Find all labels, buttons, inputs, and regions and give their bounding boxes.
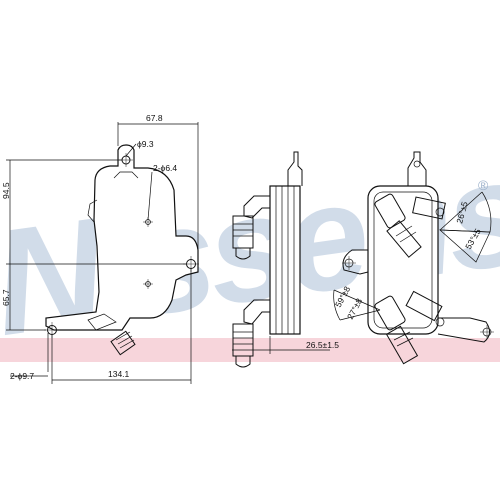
right-upper-fittings	[374, 193, 446, 258]
angle-ray	[439, 191, 483, 231]
dim-width-bottom: 134.1	[108, 369, 130, 379]
right-top-bracket	[407, 151, 427, 186]
leader-line	[125, 143, 137, 157]
side-bracket	[87, 199, 98, 223]
dim-height-lower: 65.7	[1, 289, 11, 306]
leader-line	[147, 171, 153, 221]
dim-hole-top: ϕ9.3	[137, 139, 154, 149]
side-view: 26.5±1.5	[232, 151, 339, 368]
angle-ray	[333, 289, 381, 311]
right-lower-fittings	[374, 290, 445, 365]
right-body-inner	[373, 191, 433, 329]
right-right-lug	[437, 317, 490, 343]
dim-holes-center: 2-ϕ6.4	[153, 163, 177, 173]
front-dimensions: 67.8 ϕ9.3 2-ϕ6.4 94.5 65.7 2-ϕ9.7 134.1	[1, 113, 199, 384]
dim-height-upper: 94.5	[1, 182, 11, 199]
dim-width-top: 67.8	[146, 113, 163, 123]
angle-arc	[333, 289, 341, 321]
right-body-outline	[367, 185, 439, 335]
right-left-lug	[342, 249, 369, 275]
angle-sector	[439, 229, 491, 263]
side-lower-fitting	[232, 299, 270, 368]
angle-ray	[339, 309, 381, 321]
dim-offset: 26.5±1.5	[306, 340, 339, 350]
front-view: 67.8 ϕ9.3 2-ϕ6.4 94.5 65.7 2-ϕ9.7 134.1	[1, 113, 199, 384]
side-top-bracket	[287, 151, 303, 186]
watermark-registered-mark: ®	[478, 177, 489, 193]
right-view: 26°±5 53°±5 59°±8 27°±8	[333, 151, 494, 365]
dim-holes-bottom: 2-ϕ9.7	[10, 371, 34, 381]
front-body-outline	[45, 144, 199, 331]
angle-arc	[481, 191, 492, 233]
right-top-hole	[413, 160, 421, 168]
side-upper-fitting	[232, 195, 270, 260]
front-top-fitting	[113, 171, 139, 179]
front-bottom-fitting	[87, 313, 136, 356]
plate-stack	[269, 185, 301, 335]
